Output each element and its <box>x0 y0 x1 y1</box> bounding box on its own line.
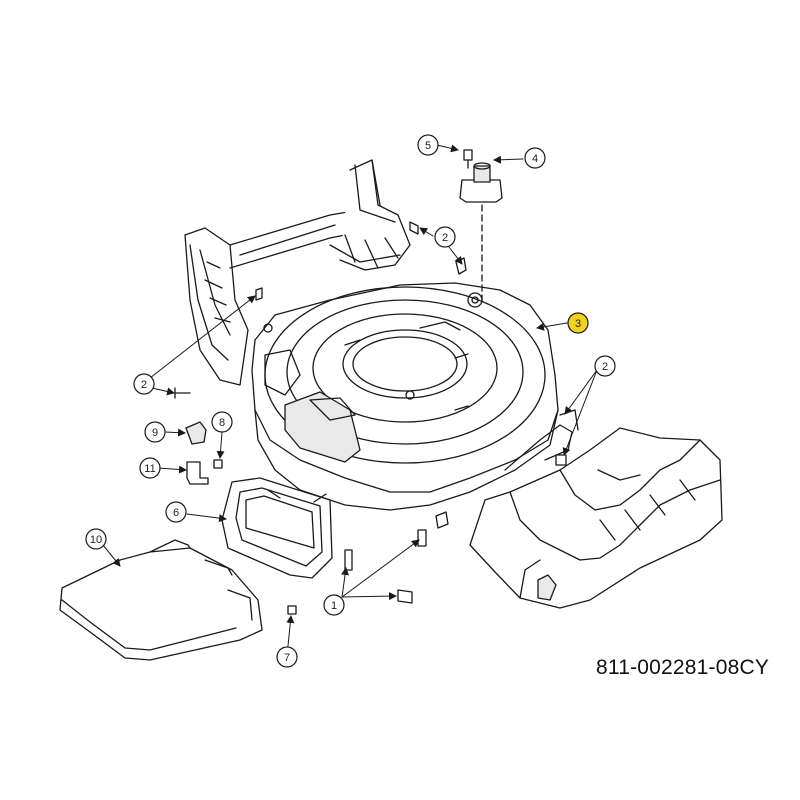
svg-text:5: 5 <box>425 140 431 152</box>
callout-9: 9 <box>144 421 166 443</box>
svg-text:2: 2 <box>602 361 608 373</box>
svg-text:10: 10 <box>90 534 102 546</box>
height-adjuster-knob <box>459 149 503 301</box>
svg-text:8: 8 <box>219 417 225 429</box>
callout-5: 5 <box>417 134 439 156</box>
svg-text:9: 9 <box>152 427 158 439</box>
callouts: 1 2 2 2 3 4 5 6 <box>85 134 616 668</box>
callout-2-right: 2 <box>594 355 616 377</box>
document-id: 811-002281-08CY <box>596 656 770 679</box>
callout-11: 11 <box>139 457 161 479</box>
svg-text:6: 6 <box>173 507 179 519</box>
svg-text:11: 11 <box>144 463 155 475</box>
height-lever-parts <box>185 421 223 485</box>
mower-deck <box>251 282 579 511</box>
svg-text:1: 1 <box>331 600 337 612</box>
leader-lines <box>102 144 598 647</box>
svg-text:3: 3 <box>575 318 581 330</box>
callout-7: 7 <box>276 646 298 668</box>
rear-flap-frame <box>221 477 333 579</box>
svg-text:2: 2 <box>442 232 448 244</box>
callout-2-rear: 2 <box>434 226 456 248</box>
svg-text:4: 4 <box>532 153 538 165</box>
svg-text:7: 7 <box>284 652 290 664</box>
handle-bracket-assembly <box>184 159 411 386</box>
callout-4: 4 <box>524 147 546 169</box>
callout-1: 1 <box>323 594 345 616</box>
side-discharge-deflector <box>59 539 263 661</box>
callout-2-left: 2 <box>133 373 155 395</box>
mulch-cover <box>469 427 723 609</box>
svg-text:2: 2 <box>141 379 147 391</box>
callout-6: 6 <box>165 501 187 523</box>
callout-8: 8 <box>211 411 233 433</box>
callout-10: 10 <box>85 528 107 550</box>
callout-3: 3 <box>567 312 589 334</box>
